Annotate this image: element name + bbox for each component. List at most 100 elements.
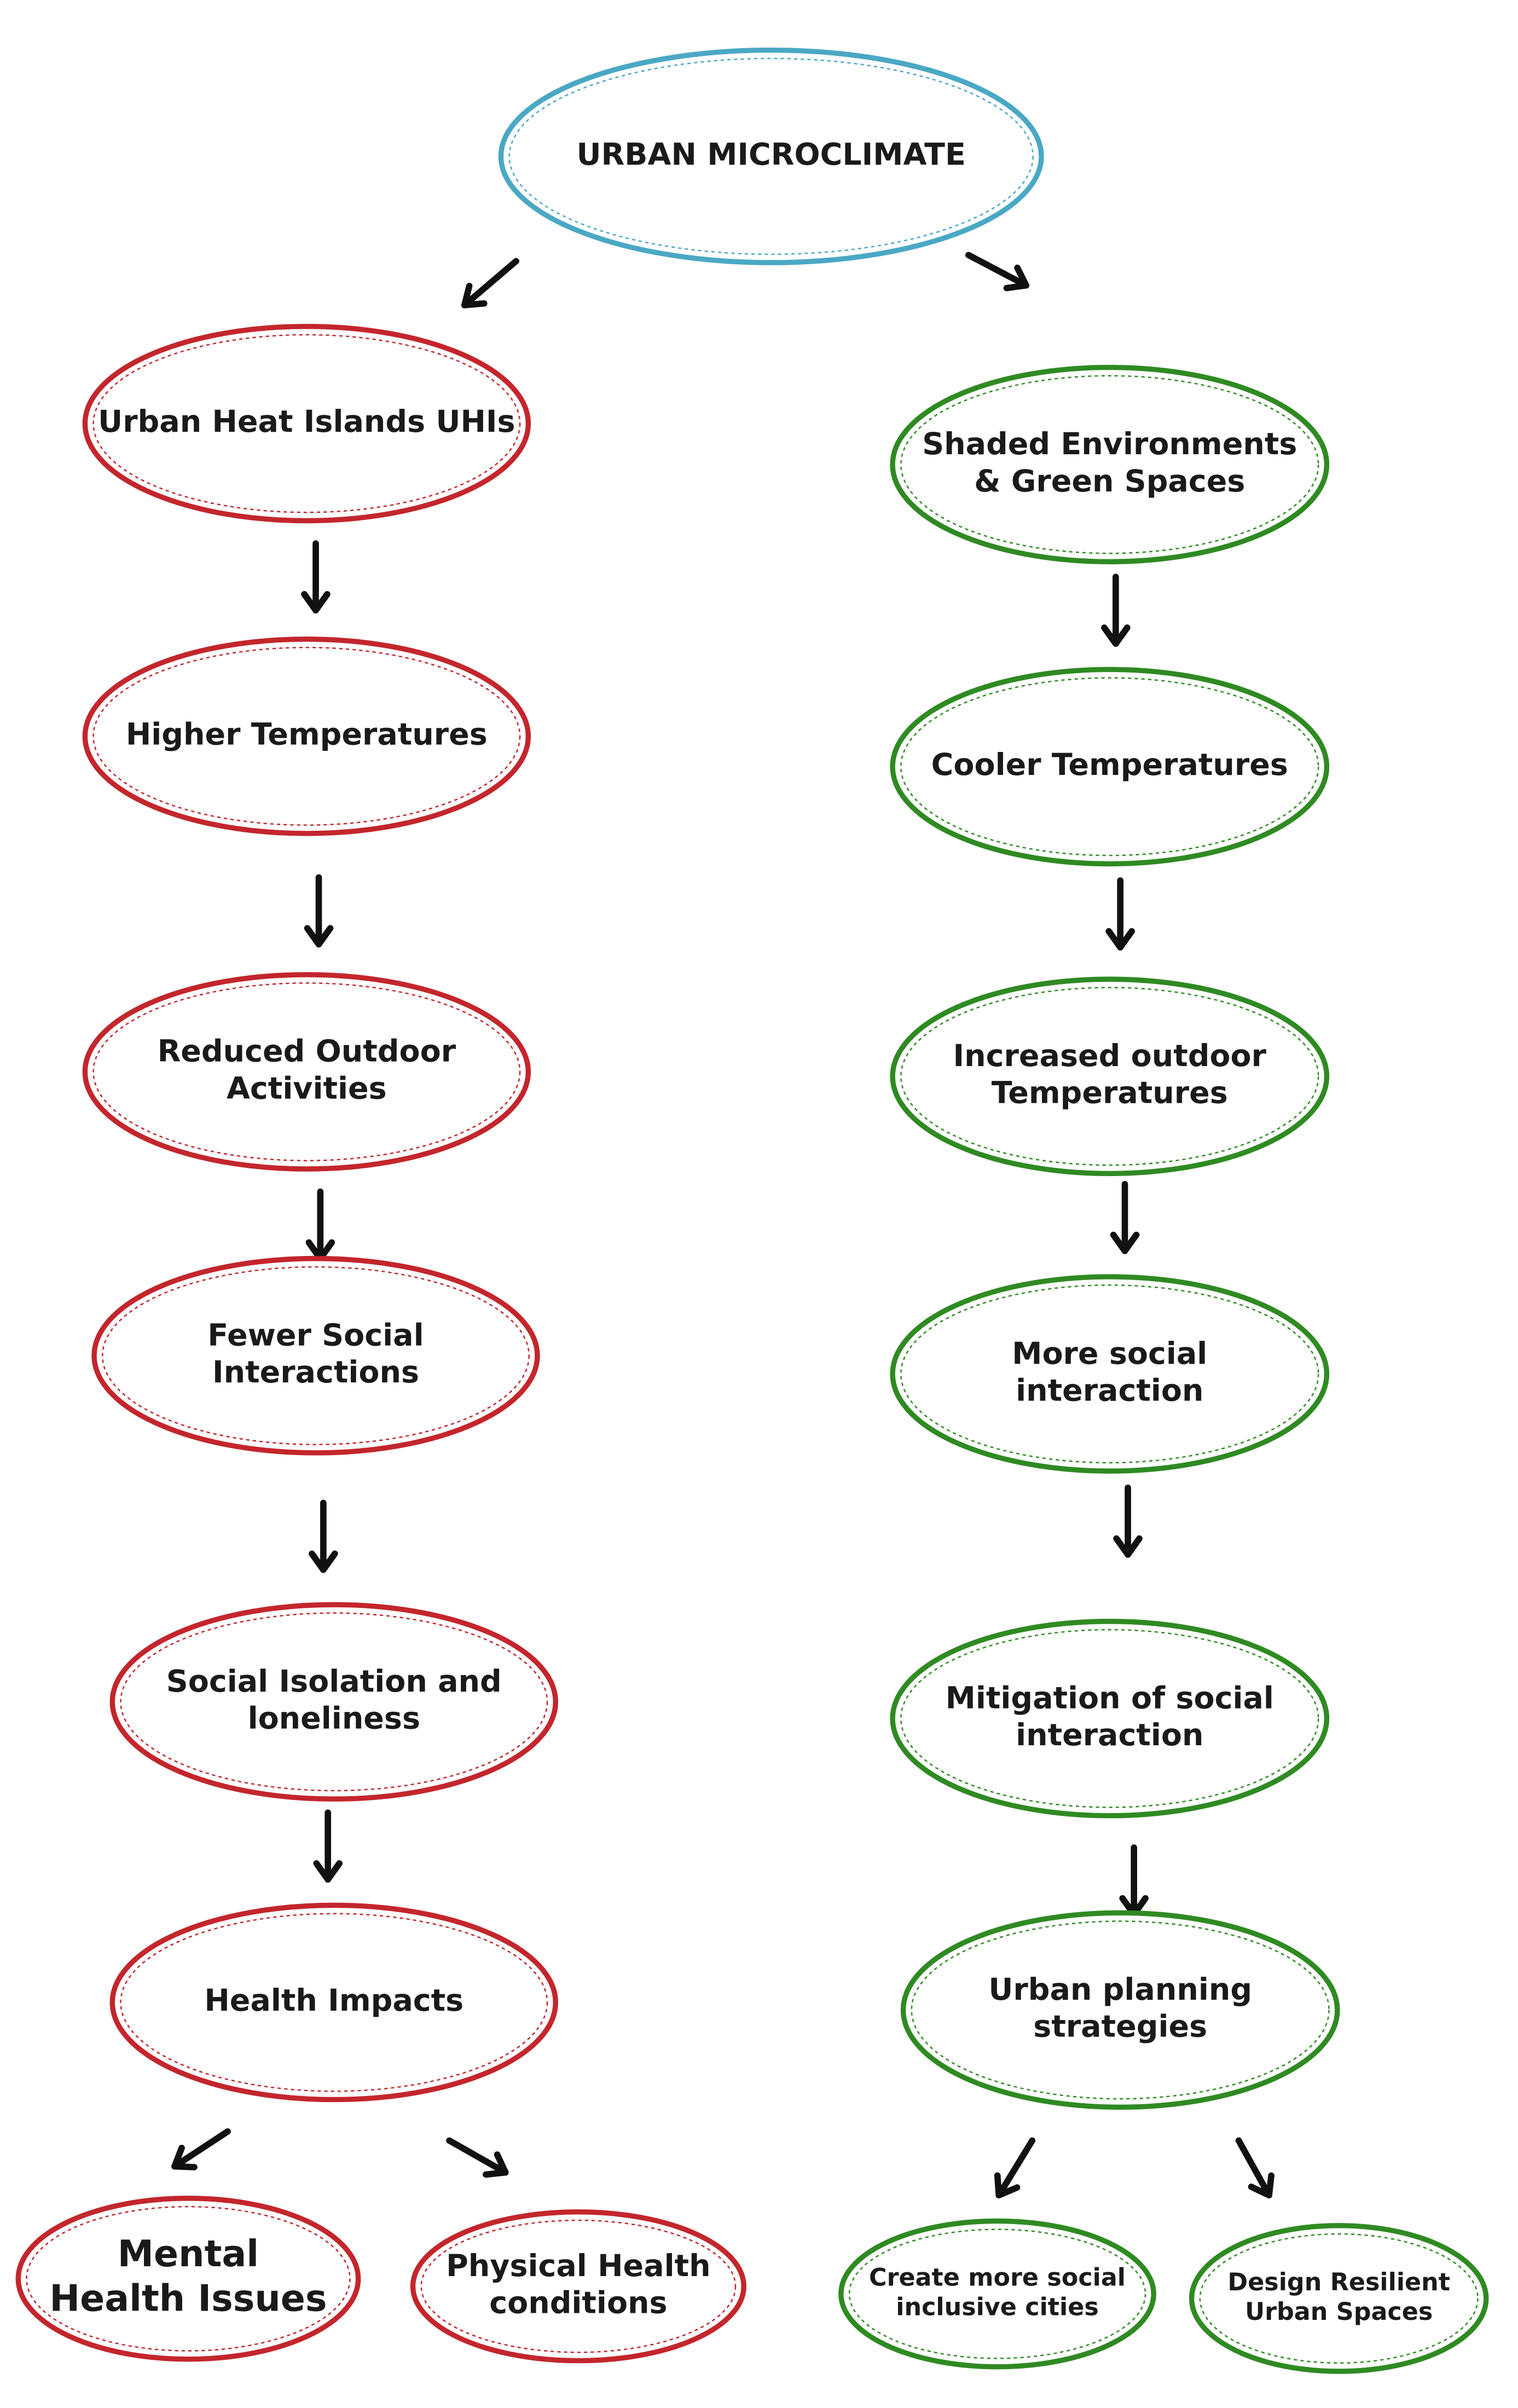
node-outline <box>890 364 1330 565</box>
node-label-line: URBAN MICROCLIMATE <box>577 137 966 172</box>
node-label-line: Urban planning <box>988 1972 1252 2007</box>
arrow-shaft <box>446 2137 509 2176</box>
arrow-left-2-3 <box>304 874 334 948</box>
node-outline <box>82 972 531 1172</box>
arrow-head <box>309 1550 338 1573</box>
arrow-root-to-left <box>461 258 519 309</box>
node-inner-dotted-outline <box>900 677 1319 856</box>
node-outline <box>82 323 531 524</box>
node-cooler-temperatures: Cooler Temperatures <box>890 667 1330 867</box>
node-label-line: loneliness <box>248 1701 420 1736</box>
node-label-line: Urban Spaces <box>1245 2298 1433 2326</box>
node-label-line: Physical Health <box>446 2249 710 2284</box>
node-inner-dotted-outline <box>92 982 521 1161</box>
node-urban-microclimate: URBAN MICROCLIMATE <box>498 47 1044 265</box>
arrow-right-6-design <box>1235 2137 1274 2199</box>
node-label-line: interaction <box>1016 1718 1203 1753</box>
arrow-shaft <box>995 2137 1036 2199</box>
node-outline <box>890 976 1330 1177</box>
node-label-line: More social <box>1012 1336 1207 1371</box>
arrow-shaft <box>965 252 1030 289</box>
arrow-head <box>171 2145 198 2170</box>
node-inner-dotted-outline <box>420 2219 737 2353</box>
node-label-line: Mitigation of social <box>946 1681 1274 1716</box>
node-label-line: Activities <box>227 1071 387 1106</box>
node-outline <box>109 1602 558 1802</box>
node-inner-dotted-outline <box>900 987 1319 1166</box>
node-label-line: Increased outdoor <box>953 1039 1267 1074</box>
node-inner-dotted-outline <box>92 646 521 826</box>
node-label-line: strategies <box>1033 2010 1207 2045</box>
node-label-line: Urban Heat Islands UHIs <box>98 404 515 439</box>
node-label-line: Interactions <box>212 1355 419 1390</box>
arrow-right-3-4 <box>1110 1180 1140 1254</box>
node-outline <box>91 1255 540 1456</box>
node-outline <box>109 1902 558 2103</box>
node-outline <box>890 667 1330 867</box>
node-outline <box>890 1274 1330 1474</box>
node-inner-dotted-outline <box>26 2206 351 2352</box>
arrow-head <box>313 1860 343 1883</box>
node-inner-dotted-outline <box>1199 2233 1479 2364</box>
node-label-line: Health Impacts <box>204 1983 463 2018</box>
node-label-line: Health Issues <box>49 2277 327 2319</box>
arrow-right-2-3 <box>1105 877 1135 951</box>
arrow-left-3-4 <box>305 1188 335 1262</box>
node-label-line: Fewer Social <box>207 1318 424 1353</box>
arrow-head <box>1110 1231 1140 1254</box>
node-label-line: Temperatures <box>992 1076 1228 1111</box>
node-label-line: Shaded Environments <box>922 427 1297 462</box>
node-label-line: Cooler Temperatures <box>931 748 1288 783</box>
node-inner-dotted-outline <box>911 1920 1330 2100</box>
arrow-head <box>461 282 488 309</box>
node-outline <box>838 2218 1156 2370</box>
node-higher-temperatures: Higher Temperatures <box>82 636 531 836</box>
node-label-line: & Green Spaces <box>974 464 1245 499</box>
node-inner-dotted-outline <box>120 1913 548 2092</box>
node-outline <box>410 2209 746 2364</box>
node-label-line: Mental <box>118 2232 259 2275</box>
arrow-head <box>304 925 334 948</box>
arrow-left-5-6 <box>313 1809 343 1883</box>
arrow-head <box>1101 624 1131 647</box>
arrow-head <box>301 591 331 613</box>
node-label-line: Reduced Outdoor <box>158 1034 456 1069</box>
node-label-line: Design Resilient <box>1227 2268 1450 2296</box>
node-label-line: Social Isolation and <box>166 1664 502 1699</box>
arrow-right-1-2 <box>1101 574 1131 647</box>
arrow-left-4-5 <box>309 1500 338 1573</box>
node-inner-dotted-outline <box>92 334 521 513</box>
node-outline <box>498 47 1044 265</box>
node-label-line: Higher Temperatures <box>126 717 488 752</box>
node-inner-dotted-outline <box>508 57 1034 255</box>
node-outline <box>900 1910 1340 2110</box>
node-outline <box>82 636 531 836</box>
node-outline <box>890 1618 1330 1819</box>
arrow-head <box>1105 928 1135 951</box>
arrow-left-6-mental <box>171 2128 231 2170</box>
arrow-head <box>994 2172 1021 2199</box>
arrow-right-5-6 <box>1119 1844 1149 1918</box>
node-inner-dotted-outline <box>101 1266 530 1445</box>
node-health-impacts: Health Impacts <box>109 1902 558 2103</box>
node-outline <box>1189 2222 1489 2374</box>
arrow-left-6-physical <box>446 2137 509 2178</box>
arrow-head <box>1248 2172 1274 2199</box>
arrow-shaft <box>1235 2137 1272 2199</box>
node-inner-dotted-outline <box>900 1629 1319 1808</box>
node-outline <box>15 2196 361 2362</box>
arrow-shaft <box>461 258 519 309</box>
node-inner-dotted-outline <box>848 2228 1146 2359</box>
